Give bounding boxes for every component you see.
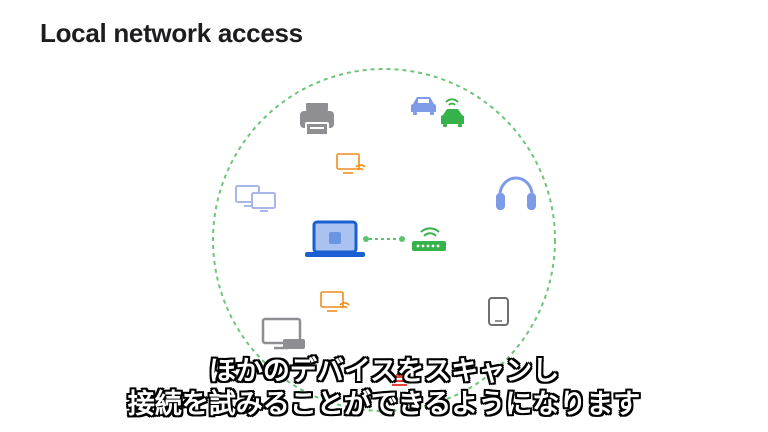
tablet-icon — [488, 297, 509, 326]
tv-box-icon — [261, 317, 305, 350]
car-icon — [411, 97, 436, 115]
subtitle-line-1: ほかのデバイスをスキャンし — [208, 356, 560, 387]
headphones-icon — [496, 176, 536, 210]
slide-title: Local network access — [40, 18, 303, 48]
subtitle-line-2: 接続を試みることができるようになります — [127, 389, 641, 420]
wireless-display-icon — [320, 291, 350, 312]
airplay-icon — [389, 370, 410, 386]
router-icon — [412, 227, 446, 251]
wireless-display-icon — [336, 153, 366, 174]
desktop-monitors-icon — [235, 185, 276, 212]
wireless-car-icon — [441, 98, 464, 127]
network-boundary-circle — [212, 68, 556, 412]
connection-line — [363, 236, 405, 242]
laptop-icon — [305, 220, 365, 257]
printer-icon — [300, 103, 334, 136]
